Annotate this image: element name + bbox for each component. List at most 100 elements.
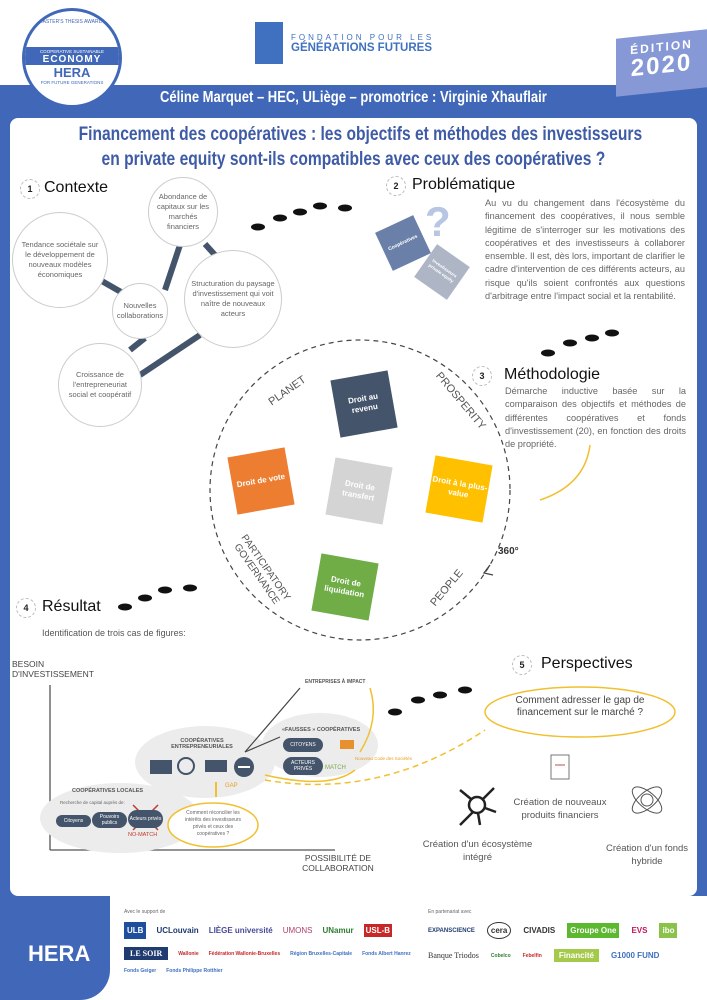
book-icon [340,740,354,749]
foundation-logo: FONDATION POUR LES GÉNÉRATIONS FUTURES [255,22,434,64]
footprints-icon [118,202,619,716]
perspective-fonds: Création d'un fonds hybride [605,843,689,867]
logo-ibo: ibo [659,923,678,938]
logo-fonds-hanrez: Fonds Albert Hanrez [362,950,411,957]
network-icon [459,787,497,826]
logo-financite: Financité [553,949,599,962]
perspectives-cloud-text: Comment adresser le gap de financement s… [515,695,645,718]
section-number-1: 1 [20,179,40,199]
bubble-nouvelles: Nouvelles collaborations [112,283,168,339]
code-label: Nouveau Code des Sociétés [355,756,413,761]
section-title-perspectives: Perspectives [541,655,633,672]
badge-mid-text: COOPERATIVE SUSTAINABLE [25,47,119,54]
degrees-label: 360° [498,546,519,557]
fausses-title: «FAUSSES » COOPÉRATIVES [282,727,361,733]
result-cloud [167,802,259,848]
poster-title: Financement des coopératives : les objec… [10,122,697,172]
section-number-3: 3 [472,366,492,386]
partner-logos: EXPANSCIENCE cera CIVADIS Groupe One EVS… [428,922,698,962]
author-line: Céline Marquet – HEC, ULiège – promotric… [159,89,547,106]
perspective-produits: Création de nouveaux produits financiers [513,797,607,821]
impact-yellow-arrow [359,687,375,753]
match-label: MATCH [325,765,346,771]
locales-title: COOPÉRATIVES LOCALES [72,788,144,794]
logo-triodos: Banque Triodos [428,951,479,960]
y-axis-label: BESOIN D'INVESTISSEMENT [12,659,94,679]
footer [0,896,707,1000]
puzzle-droit-liquidation-label: Droit de liquidation [323,574,365,600]
question-mark-icon: ? [425,198,451,245]
logo-unamur: UNamur [322,926,354,935]
document-icon [550,754,570,780]
section-number-2: 2 [386,176,406,196]
logo-uclouvain: UCLouvain [156,926,199,935]
problematique-text: Au vu du changement dans l'écosystème du… [485,198,685,302]
logo-febelfin: Febelfin [522,952,542,959]
logo-fwb: Fédération Wallonie-Bruxelles [208,950,281,957]
resultat-subtitle: Identification de trois cas de figures: [42,628,186,638]
bubble-structuration: Structuration du paysage d'investissemen… [184,250,282,348]
foundation-line2: GÉNÉRATIONS FUTURES [291,41,432,54]
foundation-logo-icon [255,22,283,64]
logo-cobelco: Cobelco [490,952,511,959]
section-number-5: 5 [512,655,532,675]
title-line-2: en private equity sont-ils compatibles a… [101,148,606,170]
puzzle-droit-vote: Droit de vote [227,447,295,515]
section-title-methodologie: Méthodologie [504,366,601,383]
methodology-arrow [539,444,591,501]
pill-citoyens-locales: Citoyens [56,815,91,827]
logo-bruxelles: Région Bruxelles-Capitale [290,950,353,957]
hera-badge: MASTER'S THESIS AWARDS COOPERATIVE SUSTA… [22,8,122,108]
pill-acteurs-prives-locales: Acteurs privés [128,810,163,828]
entrepreneuriales-label: COOPÉRATIVES ENTREPRENEURIALES [171,738,233,750]
logo-uliege: LIÈGE université [208,926,273,935]
logo-g1000-fund: G1000 FUND [610,951,660,960]
puzzle-droit-transfert-label: Droit de transfert [341,478,376,503]
perspective-ecosysteme: Création d'un écosystème intégré [422,839,533,863]
puzzle-droit-plus-value-label: Droit à la plus-value [431,474,489,500]
section-title-contexte: Contexte [44,179,109,196]
logo-fonds-geiger: Fonds Geiger [124,968,157,974]
support-label: Avec le support de [124,909,166,915]
section-title-resultat: Résultat [42,598,101,615]
puzzle-droit-revenu-label: Droit au revenu [347,391,379,416]
bubble-tendance: Tendance sociétale sur le développement … [12,212,108,308]
logo-le-soir: LE SOIR [124,947,169,960]
logo-groupe-one: Groupe One [567,923,620,938]
foundation-line1: FONDATION POUR LES [291,32,435,42]
perspectives-cloud [484,686,676,738]
atom-leaf-icon [631,786,663,814]
footer-hera-logo: HERA [0,896,110,1000]
puzzle-droit-vote-label: Droit de vote [236,471,286,490]
logo-evs: EVS [631,926,648,935]
bubble-croissance: Croissance de l'entrepreneuriat social e… [58,343,142,427]
impact-label: ENTREPRISES À IMPACT [305,679,366,685]
partner-label: En partenariat avec [428,909,472,915]
badge-bottom-text: FOR FUTURE GENERATIONS [40,80,104,85]
logo-cera: cera [486,922,512,939]
title-line-1: Financement des coopératives : les objec… [78,123,643,145]
logo-fonds-rotthier: Fonds Philippe Rotthier [166,968,223,974]
result-cloud-text: Comment réconcilier les intérêts des inv… [184,810,242,837]
x-axis-label: POSSIBILITÉ DE COLLABORATION [302,853,374,873]
methodology-dashed-circle [209,339,511,641]
pill-pouvoirs-publics: Pouvoirs publics [92,812,127,828]
support-logos: ULB UCLouvain LIÈGE université UMONS UNa… [124,922,419,974]
match-arrow [264,769,356,783]
pill-acteurs-prives: ACTEURS PRIVÉS [283,757,323,775]
puzzle-droit-liquidation: Droit de liquidation [311,553,379,621]
puzzle-droit-revenu: Droit au revenu [330,370,398,438]
section-number-4: 4 [16,598,36,618]
logo-usl-b: USL-B [363,924,393,937]
methodologie-text: Démarche inductive basée sur la comparai… [505,386,686,450]
badge-top-text: MASTER'S THESIS AWARDS [38,19,106,25]
pill-citoyens: CITOYENS [283,738,323,752]
logo-wallonie: Wallonie [178,950,199,957]
logo-expanscience: EXPANSCIENCE [428,927,475,934]
puzzle-investisseurs-label: Investisseurs private equity [427,258,458,284]
puzzle-cooperatives-label: Coopératives [387,233,419,253]
puzzle-droit-plus-value: Droit à la plus-value [425,455,493,523]
dashed-yellow-arrow [264,729,486,786]
logo-ulb: ULB [124,922,147,939]
